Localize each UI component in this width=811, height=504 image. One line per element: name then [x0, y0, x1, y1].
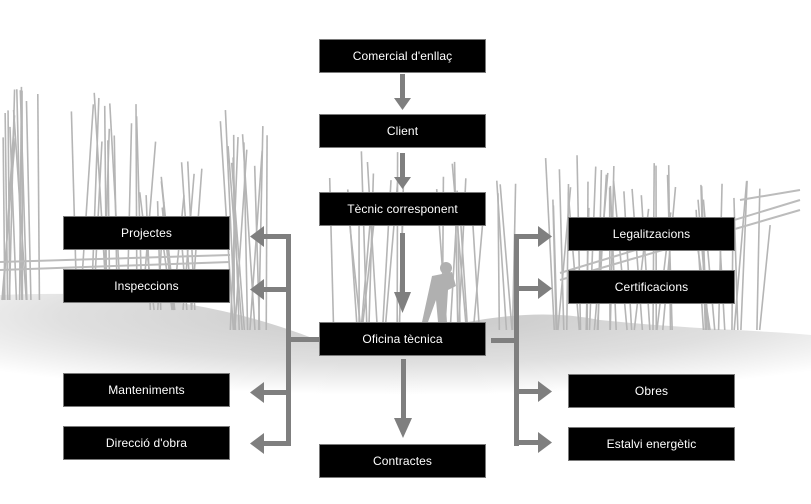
arrow-client-to-tecnic	[394, 153, 411, 189]
rebar-line	[230, 162, 246, 331]
node-label: Tècnic corresponent	[347, 202, 458, 216]
rebar-line	[558, 169, 565, 331]
node-label: Client	[386, 124, 419, 138]
node-label: Certificacions	[614, 280, 689, 294]
rebar-line	[234, 149, 248, 331]
rebar-line	[597, 170, 603, 331]
node-obres: Obres	[569, 375, 734, 407]
rebar-line	[360, 151, 368, 331]
arrow-oficina-to-contractes	[394, 359, 412, 438]
rebar-line	[700, 186, 708, 331]
rebar-line	[453, 161, 459, 331]
node-oficina-tecnica: Oficina tècnica	[320, 323, 485, 355]
node-legalitzacions: Legalitzacions	[569, 218, 734, 250]
node-tecnic-corresponent: Tècnic corresponent	[320, 193, 485, 225]
rebar-line	[265, 135, 268, 331]
rebar-line	[544, 158, 556, 331]
rebar-line	[631, 188, 644, 331]
node-label: Estalvi energètic	[606, 437, 697, 451]
node-label: Legalitzacions	[612, 227, 691, 241]
node-projectes: Projectes	[64, 217, 229, 249]
rebar-line	[758, 224, 771, 331]
rebar-line	[609, 185, 617, 331]
node-label: Oficina tècnica	[362, 332, 443, 346]
rebar-line	[103, 105, 108, 301]
node-label: Contractes	[372, 454, 433, 468]
node-estalvi-energetic: Estalvi energètic	[569, 428, 734, 460]
right-branch-connector	[491, 226, 552, 453]
rebar-line	[2, 137, 6, 301]
rebar-line	[227, 145, 243, 331]
node-label: Manteniments	[108, 383, 185, 397]
node-label: Comercial d'enllaç	[352, 49, 453, 63]
rebar-line	[36, 93, 41, 301]
rebar-line	[19, 90, 28, 301]
node-label: Inspeccions	[114, 279, 179, 293]
node-manteniments: Manteniments	[64, 374, 229, 406]
rebar-line	[135, 104, 138, 301]
node-certificacions: Certificacions	[569, 271, 734, 303]
rebar-line	[70, 111, 78, 301]
rebar-line	[567, 192, 581, 331]
rebar-line	[8, 89, 16, 301]
node-client: Client	[320, 115, 485, 147]
rebar-line	[135, 116, 143, 301]
rebar-line	[586, 181, 589, 331]
rebar-line	[740, 180, 748, 331]
node-label: Projectes	[121, 226, 172, 240]
rebar-line	[25, 100, 32, 301]
node-label: Direcció d'obra	[105, 436, 188, 450]
rebar-line	[9, 126, 18, 301]
rebar-line	[666, 174, 673, 331]
rebar-line	[499, 184, 513, 331]
rebar-line	[565, 184, 570, 331]
rebar-line	[640, 195, 651, 331]
rebar-line	[449, 211, 458, 331]
node-direccio-obra: Direcció d'obra	[64, 427, 229, 459]
rebar-line	[552, 205, 558, 331]
node-label: Obres	[634, 384, 669, 398]
rebar-line	[15, 89, 23, 301]
rebar-line	[366, 161, 379, 331]
arrow-tecnic-to-oficina	[394, 233, 411, 313]
left-branch-connector	[250, 226, 319, 454]
rebar-line	[733, 181, 748, 331]
arrow-comercial-to-client	[394, 74, 411, 110]
worker-silhouette	[422, 262, 456, 322]
node-contractes: Contractes	[320, 445, 485, 477]
node-inspeccions: Inspeccions	[64, 270, 229, 302]
node-comercial-enllac: Comercial d'enllaç	[320, 40, 485, 72]
rebar-line	[108, 103, 122, 301]
rebar-line	[497, 193, 501, 331]
